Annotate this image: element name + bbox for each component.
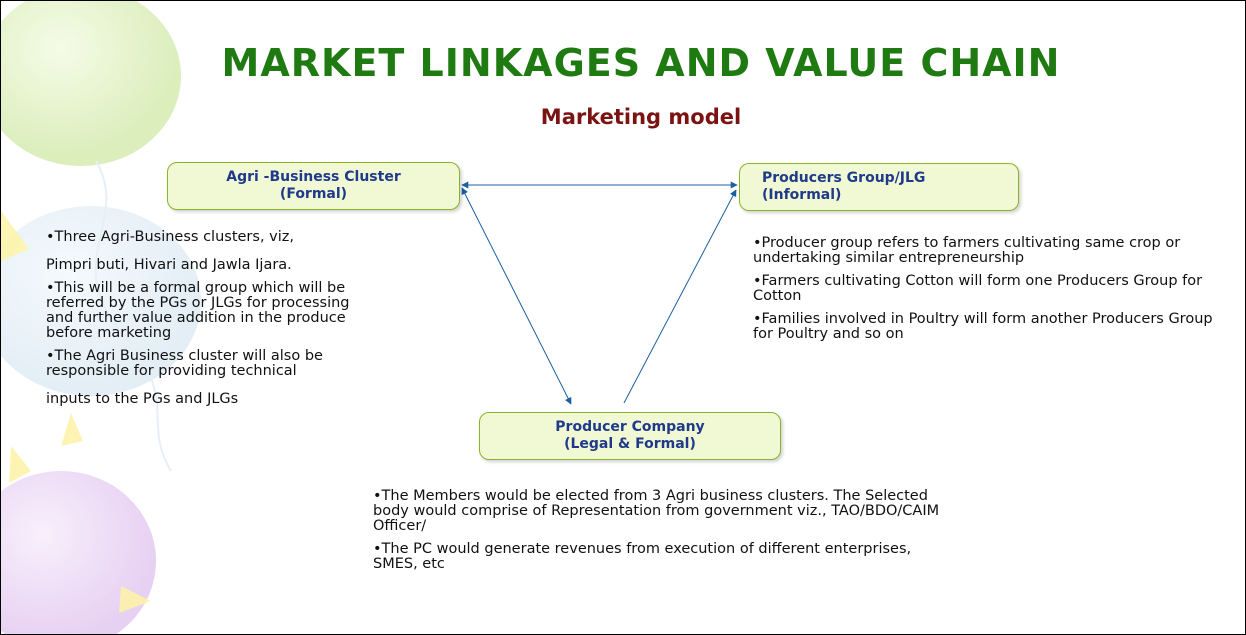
balloon-string-shape [94,160,172,472]
producer-company-box: Producer Company (Legal & Formal) [479,412,781,460]
producer-company-description: •The Members would be elected from 3 Agr… [373,489,953,572]
cluster-description: •Three Agri-Business clusters, viz, Pimp… [46,230,376,407]
yellow-rays-shape [1,211,151,613]
page-subtitle: Marketing model [540,105,742,129]
cluster-bullet-1-line-1: •Three Agri-Business clusters, viz, [46,229,294,245]
agri-business-cluster-name: Agri -Business Cluster [226,169,401,185]
green-balloon-shape [1,1,181,166]
producer-company-bullet-1: •The Members would be elected from 3 Agr… [373,488,940,534]
page-title: MARKET LINKAGES AND VALUE CHAIN [221,41,1061,85]
purple-balloon-shape [1,471,156,634]
producers-group-name: Producers Group/JLG [762,170,926,186]
cluster-bullet-3-line-1: •The Agri Business cluster will also be … [46,348,323,379]
producers-group-bullet-3: •Families involved in Poultry will form … [753,311,1213,342]
producers-group-bullet-1: •Producer group refers to farmers cultiv… [753,235,1181,266]
agri-business-cluster-box: Agri -Business Cluster (Formal) [167,162,460,210]
producers-group-description: •Producer group refers to farmers cultiv… [753,236,1233,342]
producers-group-type: (Informal) [762,187,842,203]
producer-company-name: Producer Company [555,419,705,435]
cluster-bullet-3-line-2: inputs to the PGs and JLGs [46,391,239,407]
cluster-bullet-2: •This will be a formal group which will … [46,280,350,341]
producers-group-box: Producers Group/JLG (Informal) [739,163,1019,211]
producer-company-type: (Legal & Formal) [564,436,696,452]
agri-business-cluster-type: (Formal) [279,186,348,202]
producer-company-bullet-2: •The PC would generate revenues from exe… [373,541,912,572]
cluster-bullet-1-line-2: Pimpri buti, Hivari and Jawla Ijara. [46,257,292,273]
producers-group-bullet-2: •Farmers cultivating Cotton will form on… [753,273,1203,304]
